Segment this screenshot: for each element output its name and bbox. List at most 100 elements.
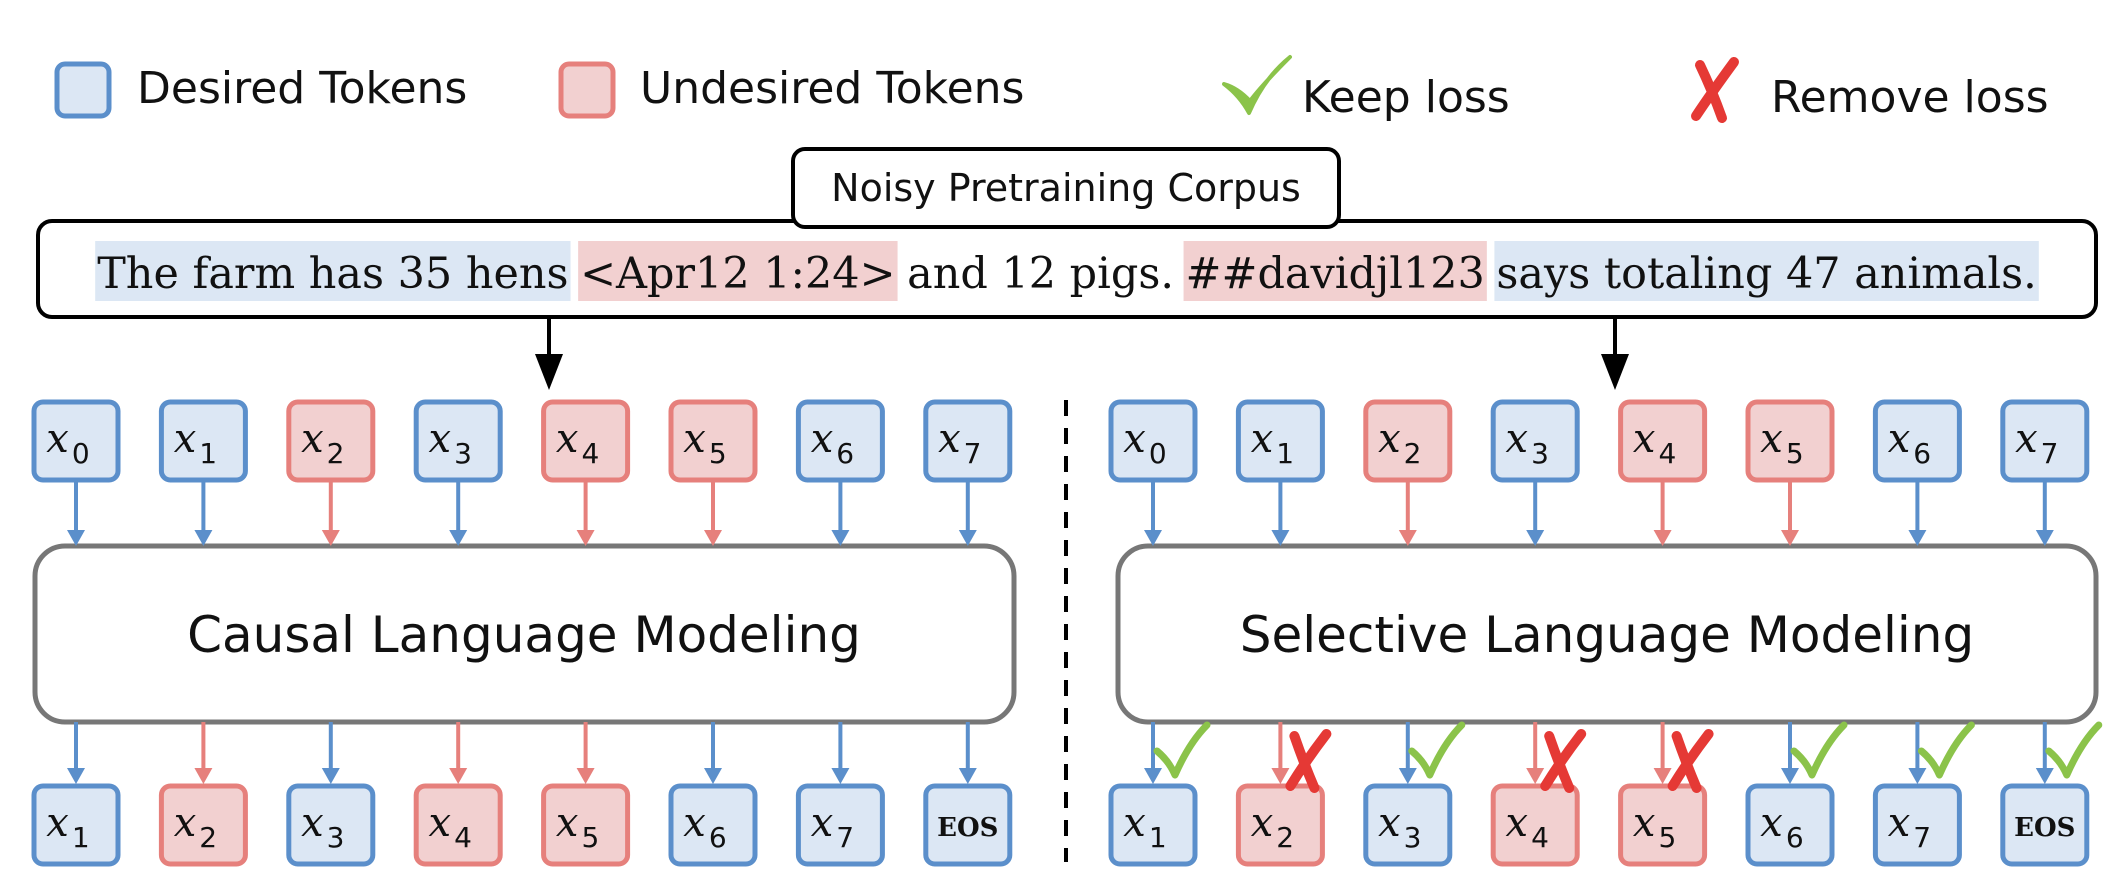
panel-causal-box [32, 543, 1017, 725]
input-token-box [158, 399, 248, 483]
input-arrow-head [1908, 530, 1927, 546]
output-arrow-head [1526, 768, 1545, 784]
input-token-box [1235, 399, 1325, 483]
legend: Desired Tokens Undesired Tokens Keep los… [54, 55, 2049, 123]
output-token-box [158, 783, 248, 867]
output-arrow-head [1271, 768, 1290, 784]
panel-selective-box [1115, 543, 2099, 725]
checkmark-icon [1222, 55, 1292, 115]
input-arrow-head [321, 530, 340, 546]
checkmark-icon [1408, 721, 1466, 779]
input-token-box [1872, 399, 1962, 483]
corpus-segment-desired: says totaling 47 animals. [1496, 249, 2036, 299]
corpus-segment-undesired: <Apr12 1:24> [580, 249, 895, 299]
output-token-box [795, 783, 885, 867]
output-token-box [1745, 783, 1835, 867]
checkmark-icon [2045, 721, 2103, 779]
legend-desired-label: Desired Tokens [137, 63, 467, 114]
input-arrow-head [194, 530, 213, 546]
input-token-box [795, 399, 885, 483]
checkmark-icon [1153, 721, 1211, 779]
input-token-box [2000, 399, 2090, 483]
corpus-title: Noisy Pretraining Corpus [831, 166, 1301, 210]
corpus: The farm has 35 hens<Apr12 1:24>and 12 p… [36, 147, 2098, 319]
corpus-title-box [791, 147, 1341, 229]
corpus-arrowhead-right [1601, 354, 1629, 390]
corpus-arrowhead-left [535, 354, 563, 390]
output-arrow-head [958, 768, 977, 784]
input-arrow-head [1781, 530, 1799, 546]
input-arrow-head [1653, 530, 1672, 546]
output-token-box [1363, 783, 1453, 867]
input-arrow-head [576, 530, 595, 546]
corpus-segments: The farm has 35 hens<Apr12 1:24>and 12 p… [95, 241, 2039, 301]
corpus-segment-desired: The farm has 35 hens [97, 249, 568, 299]
output-token-box [1490, 783, 1580, 867]
output-arrow-head [704, 768, 722, 784]
input-arrow-head [704, 530, 722, 546]
input-arrow-head [67, 530, 85, 546]
legend-undesired-label: Undesired Tokens [640, 63, 1024, 114]
input-arrow-head [2035, 530, 2054, 546]
output-arrow-head [1781, 768, 1799, 784]
input-token-box [541, 399, 631, 483]
output-token-box [668, 783, 758, 867]
checkmark-icon [1790, 721, 1848, 779]
output-arrow-head [67, 768, 85, 784]
corpus-highlight-desired [95, 241, 571, 301]
output-arrow-head [1398, 768, 1417, 784]
input-token-box [923, 399, 1013, 483]
output-arrow-head [194, 768, 213, 784]
input-token-box [1618, 399, 1708, 483]
input-token-box [1490, 399, 1580, 483]
output-token-box [1108, 783, 1198, 867]
input-token-box [413, 399, 503, 483]
panel-selective-label: Selective Language Modeling [1240, 606, 1974, 664]
output-arrow-head [1653, 768, 1672, 784]
corpus-arrows [535, 319, 1629, 390]
output-token-box [923, 783, 1013, 867]
input-arrow-head [1526, 530, 1545, 546]
output-arrow-head [2035, 768, 2054, 784]
legend-keep-label: Keep loss [1302, 72, 1510, 123]
corpus-segment-plain: and 12 pigs. [907, 249, 1174, 299]
input-arrow-head [1398, 530, 1417, 546]
corpus-highlight-desired [1494, 241, 2039, 301]
